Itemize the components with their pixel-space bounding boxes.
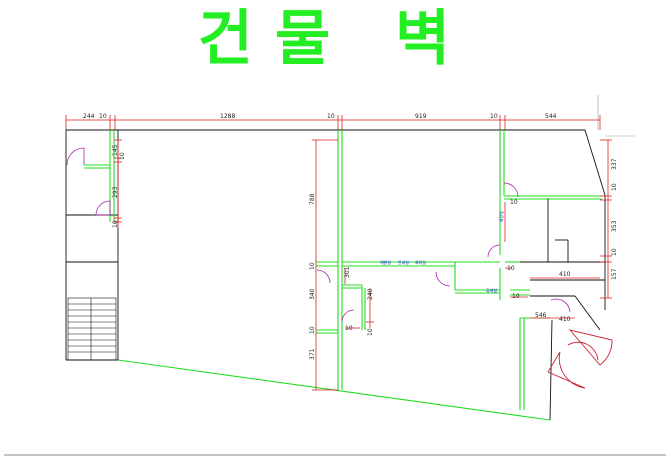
partition-walls	[84, 130, 602, 421]
dimension-label: 10	[112, 220, 119, 228]
dimension-label: 337	[611, 158, 618, 170]
dimension-label: 10	[309, 326, 316, 334]
dimension-label: 1288	[220, 113, 235, 120]
dimension-label: 293	[112, 186, 119, 198]
dimension-label: 410	[559, 316, 571, 323]
dimension-label: 10	[345, 325, 353, 332]
dimension-label: 410	[559, 271, 571, 278]
dimension-label: 10	[611, 248, 618, 256]
top-dimension-chain: 244 10 1288 10 919 10 544	[65, 113, 601, 130]
dimension-label: 10	[367, 328, 374, 336]
dimension-label: 10	[512, 293, 520, 300]
drawing-title: 건물 벽	[0, 4, 670, 74]
dimension-label: 544	[545, 113, 557, 120]
dimension-label: 546	[535, 312, 547, 319]
door-swing-icon	[316, 269, 331, 284]
room-tag: 화장실	[498, 211, 504, 222]
door-swing-icon	[503, 182, 519, 198]
dimension-label: 788	[309, 193, 316, 205]
dimension-label: 353	[611, 220, 618, 232]
dimension-label: 301	[344, 266, 351, 278]
dimension-label: 10	[119, 152, 126, 160]
right-dimension-chain	[600, 139, 612, 299]
dimension-label: 340	[309, 288, 316, 300]
door-swing-icon	[435, 271, 451, 287]
dimension-label: 10	[510, 199, 518, 206]
room-tag: 안내실	[398, 259, 409, 265]
door-swing-icon	[550, 298, 571, 313]
dimension-label: 157	[611, 268, 618, 280]
dimension-label: 10	[490, 113, 498, 120]
dimension-label: 244	[83, 113, 95, 120]
lower-dimension-chain	[510, 277, 600, 319]
title-text: 건물 벽	[197, 4, 473, 74]
dimension-label: 371	[309, 348, 316, 360]
door-leaf-icon	[547, 351, 586, 389]
door-leaf-icon	[567, 341, 599, 361]
dimension-label: 10	[507, 265, 515, 272]
door-leaf-icon	[568, 329, 613, 366]
middle-dimension-chain	[312, 139, 512, 391]
dimension-label: 145	[112, 144, 119, 156]
dimension-label: 919	[415, 113, 427, 120]
door-swing-icon	[66, 147, 85, 166]
door-swing-icon	[341, 309, 355, 323]
room-tag: 회의실	[415, 259, 426, 265]
dimension-label: 10	[99, 113, 107, 120]
double-swing-door	[547, 329, 613, 389]
room-tag: 휴게실	[486, 287, 497, 293]
room-tag: 개발실	[380, 259, 391, 265]
doors	[66, 147, 571, 323]
dimension-label: 240	[367, 288, 374, 300]
door-swing-icon	[95, 200, 111, 216]
staircase	[67, 297, 117, 361]
dimension-label: 10	[309, 262, 316, 270]
door-swing-icon	[487, 244, 501, 258]
left-dimension-chain	[114, 139, 122, 228]
dimension-label: 10	[611, 183, 618, 191]
dimension-label: 10	[327, 113, 335, 120]
